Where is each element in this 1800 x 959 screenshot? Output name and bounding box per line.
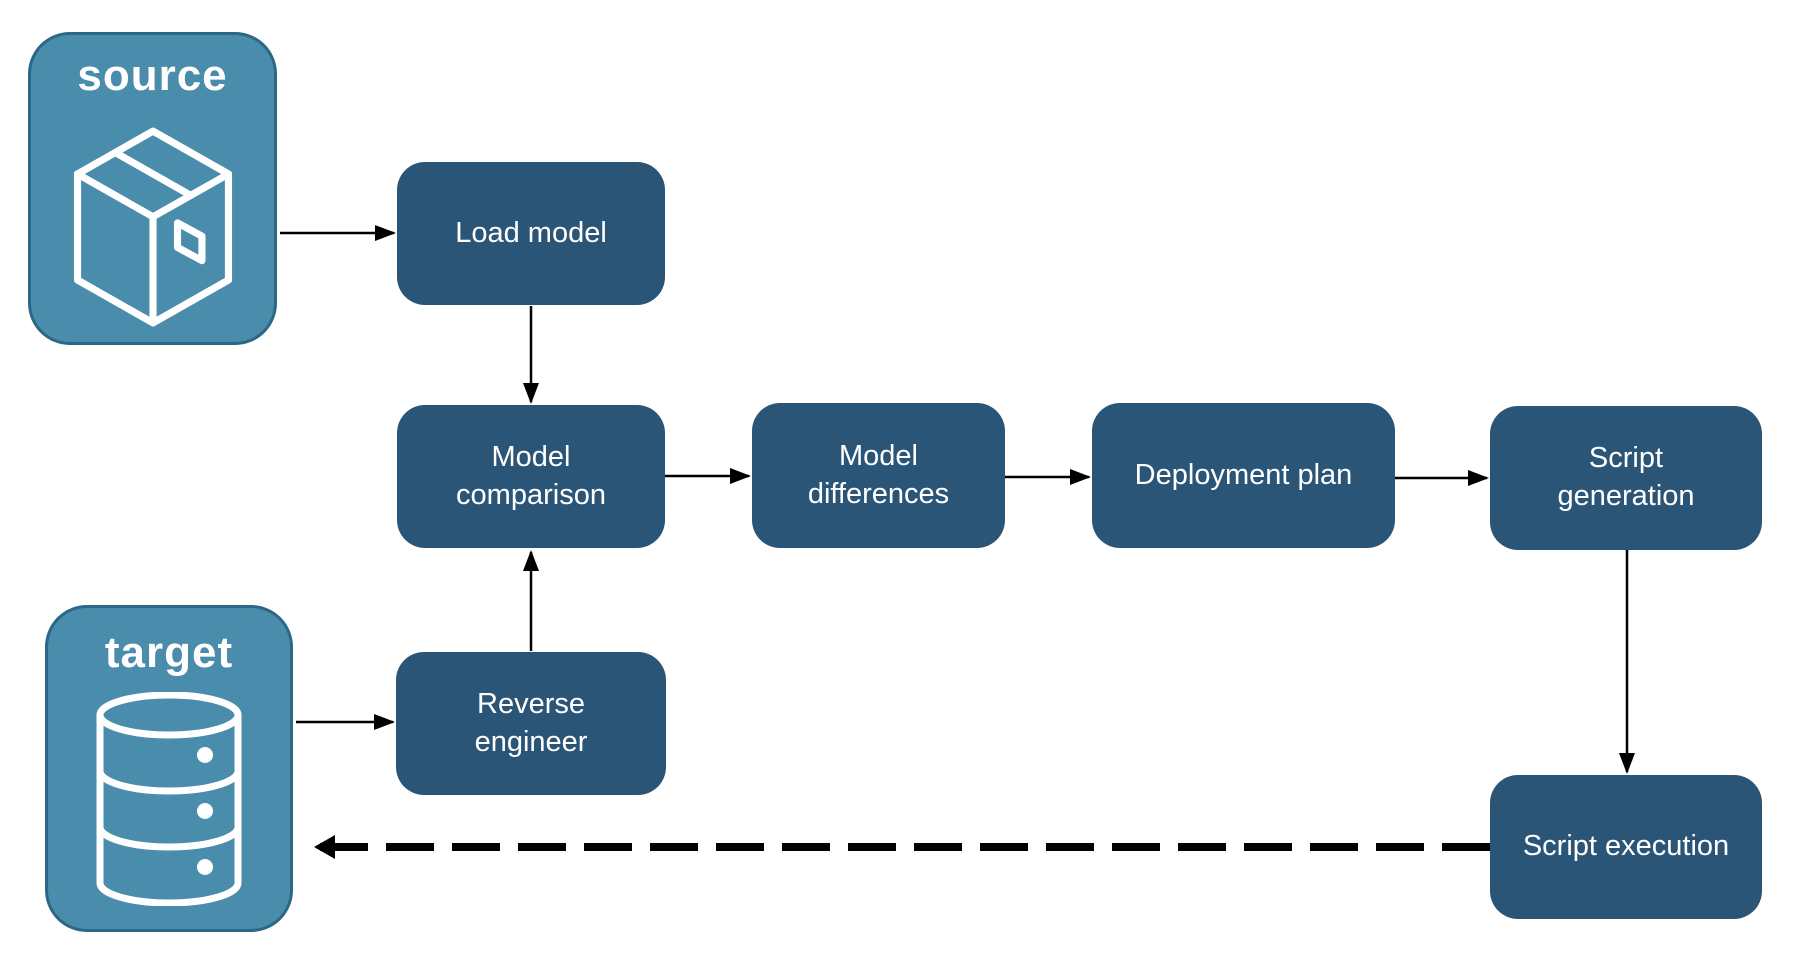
- node-model-differences: Model differences: [752, 403, 1005, 548]
- package-icon: [65, 125, 241, 334]
- target-label: target: [104, 628, 234, 677]
- node-model-differences-label: Model differences: [807, 439, 950, 510]
- node-load-model: Load model: [397, 162, 665, 305]
- node-deployment-plan-label: Deployment plan: [1134, 458, 1353, 491]
- node-script-execution: Script execution: [1490, 775, 1762, 919]
- target-container: target: [45, 605, 293, 932]
- database-icon: [94, 691, 244, 911]
- node-model-comparison: Model comparison: [397, 405, 665, 548]
- node-script-execution-label: Script execution: [1522, 830, 1730, 862]
- node-load-model-label: Load model: [455, 216, 607, 249]
- node-script-generation-label: Script generation: [1557, 442, 1695, 512]
- node-script-generation: Script generation: [1490, 406, 1762, 550]
- source-label: source: [77, 51, 228, 100]
- node-reverse-engineer-label: Reverse engineer: [474, 687, 588, 758]
- source-container: source: [28, 32, 277, 345]
- node-model-comparison-label: Model comparison: [456, 440, 606, 511]
- node-reverse-engineer: Reverse engineer: [396, 652, 666, 795]
- node-deployment-plan: Deployment plan: [1092, 403, 1395, 548]
